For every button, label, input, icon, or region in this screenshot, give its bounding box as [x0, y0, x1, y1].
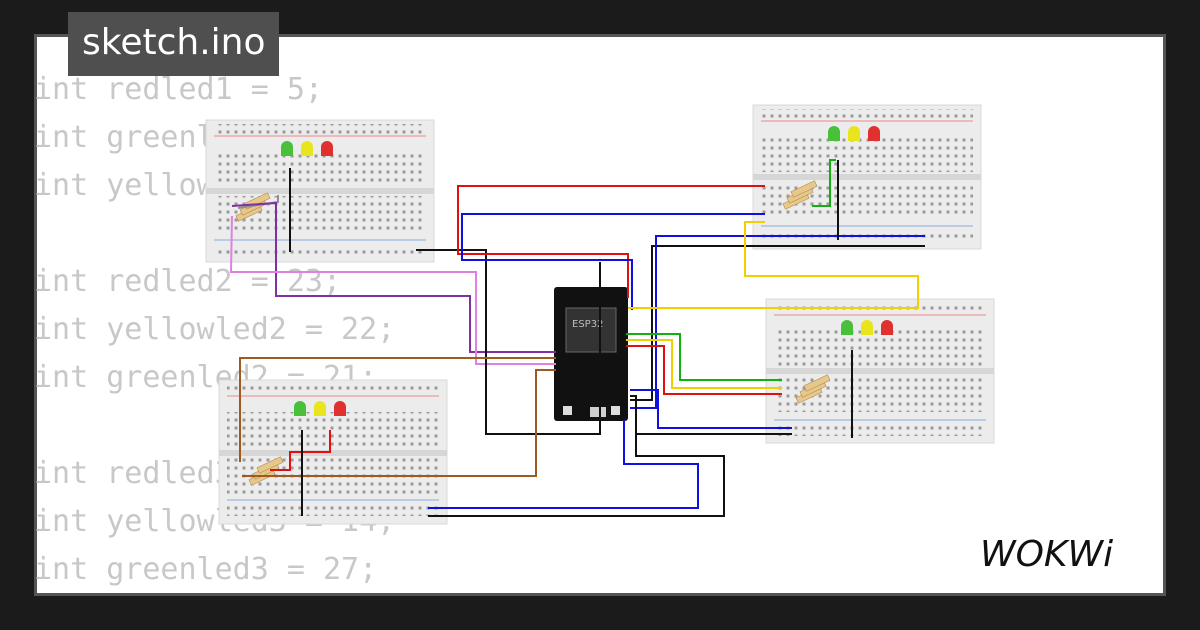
- leds-board-4: [294, 401, 346, 416]
- esp32-label: ESP32: [572, 319, 603, 330]
- wokwi-logo: WOKWi: [980, 534, 1113, 575]
- wires: [229, 159, 925, 517]
- file-name: sketch.ino: [82, 22, 266, 63]
- code-line: int greenled3 = 27;: [34, 552, 378, 587]
- code-line: int redled1 = 5;: [34, 72, 323, 107]
- leds-board-2: [828, 126, 880, 141]
- resistors: [235, 180, 831, 486]
- code-line: int yellowled2 = 22;: [34, 312, 396, 347]
- file-tab[interactable]: sketch.ino: [68, 12, 280, 76]
- leds-board-1: [281, 141, 333, 156]
- breadboard-1: [205, 119, 435, 263]
- leds-board-3: [841, 320, 893, 335]
- breadboard-4: [218, 379, 448, 525]
- breadboard-2: [752, 104, 982, 250]
- esp32-board: ESP32: [554, 287, 628, 421]
- code-line: int redled2 = 23;: [34, 264, 342, 299]
- breadboard-3: [765, 298, 995, 444]
- wokwi-logo-text: WOKWi: [980, 534, 1113, 575]
